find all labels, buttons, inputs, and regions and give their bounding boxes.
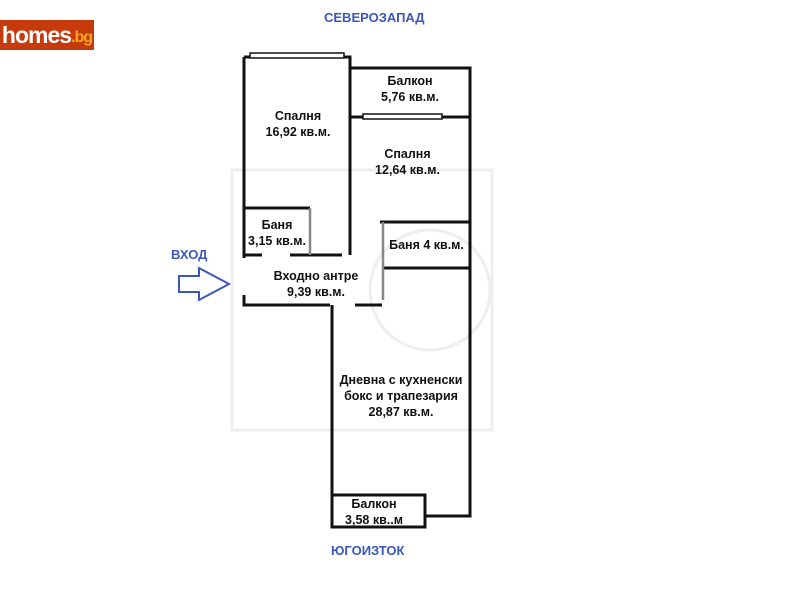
- direction-northwest: СЕВЕРОЗАПАД: [324, 10, 425, 25]
- watermark: [230, 168, 494, 432]
- entrance-arrow-icon: [178, 266, 232, 302]
- room-bathroom-2: Баня 4 кв.м.: [389, 238, 464, 252]
- entrance-label: ВХОД: [171, 247, 208, 262]
- direction-southeast: ЮГОИЗТОК: [331, 543, 405, 558]
- homes-bg-logo[interactable]: homes.bg: [0, 20, 94, 50]
- window: [249, 52, 345, 59]
- window: [362, 113, 443, 120]
